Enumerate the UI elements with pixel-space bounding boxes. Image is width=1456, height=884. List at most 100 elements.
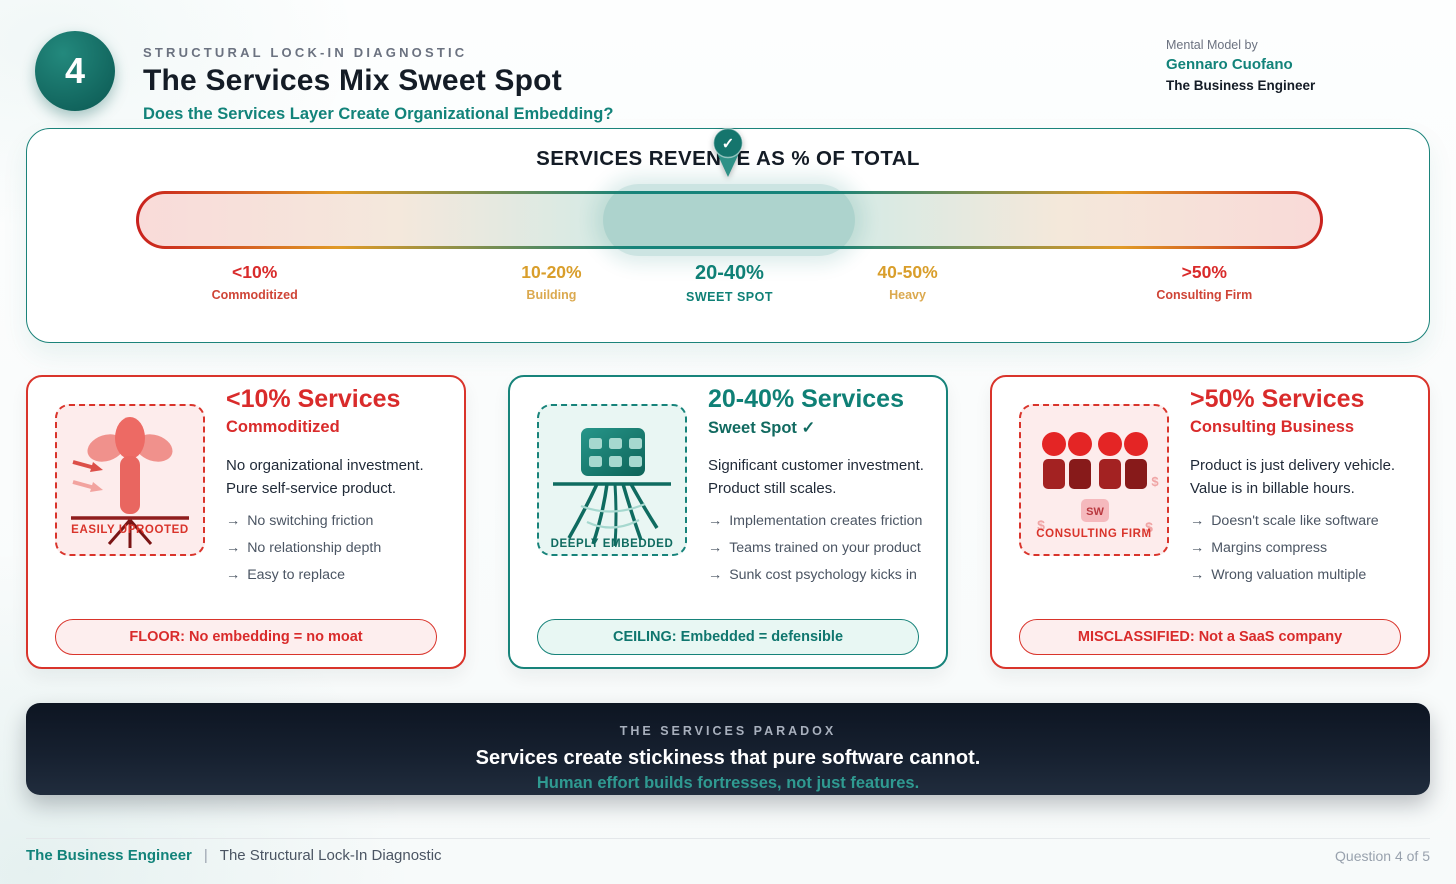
card-body: Significant customer investment. Product… bbox=[708, 454, 924, 500]
paradox-substatement: Human effort builds fortresses, not just… bbox=[536, 774, 920, 792]
paradox-statement: Services create stickiness that pure sof… bbox=[475, 747, 981, 769]
footer-doc-title: The Structural Lock-In Diagnostic bbox=[219, 847, 442, 864]
revenue-mix-gradient-bar bbox=[136, 184, 1323, 256]
paradox-eyebrow: THE SERVICES PARADOX bbox=[619, 724, 837, 738]
footer: The Business Engineer | The Structural L… bbox=[26, 847, 1430, 864]
bullet-text: Margins compress bbox=[1211, 540, 1328, 556]
card-subtitle: Sweet Spot ✓ bbox=[708, 419, 816, 437]
zone-label: Consulting Firm bbox=[1156, 288, 1253, 302]
zone-label: Commoditized bbox=[211, 288, 298, 302]
dollar-icon: $ bbox=[1145, 519, 1153, 535]
card-subtitle: Consulting Business bbox=[1190, 418, 1355, 436]
card-banner-misclassified: MISCLASSIFIED: Not a SaaS company bbox=[1019, 619, 1401, 655]
zone-range: <10% bbox=[232, 262, 278, 282]
arrow-icon: → bbox=[226, 540, 241, 556]
zone-10-20: 10-20% Building bbox=[521, 262, 581, 302]
footer-brand: The Business Engineer bbox=[26, 847, 192, 864]
card-bullets: → No switching friction → No relationship … bbox=[226, 508, 381, 589]
card-over-50-services: $ SW $ $ CONSULTING FIRM >50% Services C… bbox=[990, 375, 1430, 669]
bullet-item: → No switching friction bbox=[226, 508, 381, 535]
dollar-icon: $ bbox=[1151, 474, 1159, 489]
zone-40-50: 40-50% Heavy bbox=[877, 262, 937, 302]
bullet-item: → No relationship depth bbox=[226, 535, 381, 562]
bullet-text: Easy to replace bbox=[247, 567, 345, 583]
zone-20-40-sweet-spot: 20-40% SWEET SPOT bbox=[686, 262, 773, 304]
card-banner-ceiling: CEILING: Embedded = defensible bbox=[537, 619, 919, 655]
dollar-icon: $ bbox=[1037, 517, 1045, 533]
zone-range: >50% bbox=[1181, 262, 1227, 282]
embedded-building-roots-icon bbox=[553, 428, 671, 547]
gauge-zone-labels: <10% Commoditized 10-20% Building 20-40%… bbox=[136, 262, 1323, 324]
page-subtitle: Does the Services Layer Create Organizat… bbox=[143, 105, 614, 123]
zone-under-10: <10% Commoditized bbox=[212, 262, 298, 302]
credit-author: Gennaro Cuofano bbox=[1166, 56, 1293, 74]
embedded-building-iconbox: DEEPLY EMBEDDED bbox=[537, 404, 687, 556]
arrow-icon: → bbox=[226, 513, 241, 529]
card-20-40-services: DEEPLY EMBEDDED 20-40% Services Sweet Sp… bbox=[508, 375, 948, 669]
services-revenue-gauge-panel: SERVICES REVENUE AS % OF TOTAL ✓ <10% Co… bbox=[26, 127, 1430, 343]
bullet-text: Doesn't scale like software bbox=[1211, 513, 1379, 529]
bullet-text: Implementation creates friction bbox=[729, 513, 923, 529]
card-banner-floor: FLOOR: No embedding = no moat bbox=[55, 619, 437, 655]
author-credit: Mental Model by Gennaro Cuofano The Busi… bbox=[1166, 36, 1315, 95]
arrow-icon: → bbox=[1190, 567, 1205, 583]
bullet-item: → Easy to replace bbox=[226, 562, 381, 589]
arrow-icon: → bbox=[708, 513, 723, 529]
footer-divider bbox=[26, 838, 1430, 839]
uprooted-plant-iconbox: EASILY UPROOTED bbox=[55, 404, 205, 556]
card-body: No organizational investment. Pure self-… bbox=[226, 454, 424, 500]
card-body: Product is just delivery vehicle. Value … bbox=[1190, 454, 1395, 500]
card-under-10-services: EASILY UPROOTED <10% Services Commoditiz… bbox=[26, 375, 466, 669]
arrow-icon: → bbox=[1190, 540, 1205, 556]
page-title: The Services Mix Sweet Spot bbox=[143, 64, 562, 97]
body-line: Value is in billable hours. bbox=[1190, 480, 1355, 497]
bullet-text: Sunk cost psychology kicks in bbox=[729, 567, 917, 583]
bullet-text: Wrong valuation multiple bbox=[1211, 567, 1367, 583]
card-title: 20-40% Services bbox=[708, 385, 904, 413]
consulting-firm-iconbox: $ SW $ $ CONSULTING FIRM bbox=[1019, 404, 1169, 556]
header: STRUCTURAL LOCK-IN DIAGNOSTIC The Servic… bbox=[143, 45, 613, 124]
body-line: Pure self-service product. bbox=[226, 480, 397, 497]
pin-check-glyph: ✓ bbox=[722, 136, 735, 153]
zone-range: 20-40% bbox=[695, 262, 764, 284]
arrow-icon: → bbox=[226, 567, 241, 583]
zone-label: SWEET SPOT bbox=[686, 290, 773, 304]
sweet-spot-highlight bbox=[603, 184, 855, 256]
bullet-item: → Wrong valuation multiple bbox=[1190, 562, 1379, 589]
icon-caption: EASILY UPROOTED bbox=[71, 524, 189, 536]
zone-label: Heavy bbox=[889, 288, 926, 302]
bullet-item: → Doesn't scale like software bbox=[1190, 508, 1379, 535]
consulting-team-icon: $ SW $ $ bbox=[1037, 432, 1159, 535]
card-bullets: → Doesn't scale like software → Margins co… bbox=[1190, 508, 1379, 589]
icon-caption: CONSULTING FIRM bbox=[1036, 528, 1152, 540]
gradient-bar-fill bbox=[139, 194, 1320, 246]
card-bullets: → Implementation creates friction → Teams … bbox=[708, 508, 922, 589]
zone-label: Building bbox=[526, 288, 577, 302]
bullet-text: No relationship depth bbox=[247, 540, 382, 556]
body-line: No organizational investment. bbox=[226, 457, 424, 474]
header-eyebrow: STRUCTURAL LOCK-IN DIAGNOSTIC bbox=[143, 45, 468, 60]
body-line: Product still scales. bbox=[708, 480, 837, 497]
uprooted-plant-icon bbox=[71, 417, 189, 548]
services-paradox-panel: THE SERVICES PARADOX Services create sti… bbox=[26, 703, 1430, 795]
sw-badge: SW bbox=[1086, 506, 1104, 518]
card-subtitle: Commoditized bbox=[226, 418, 340, 436]
bullet-item: →Sunk cost psychology kicks in bbox=[708, 562, 922, 589]
bullet-text: Teams trained on your product bbox=[729, 540, 921, 556]
checkmark-pin-icon: ✓ bbox=[712, 127, 744, 177]
body-line: Significant customer investment. bbox=[708, 457, 924, 474]
bullet-text: No switching friction bbox=[247, 513, 374, 529]
zone-range: 10-20% bbox=[521, 262, 582, 282]
bullet-item: → Margins compress bbox=[1190, 535, 1379, 562]
credit-org: The Business Engineer bbox=[1166, 77, 1316, 93]
credit-prefix: Mental Model by bbox=[1166, 38, 1258, 52]
icon-caption: DEEPLY EMBEDDED bbox=[550, 538, 674, 550]
bullet-item: → Teams trained on your product bbox=[708, 535, 922, 562]
arrow-icon: → bbox=[708, 540, 723, 556]
card-title: >50% Services bbox=[1190, 385, 1365, 413]
zone-range: 40-50% bbox=[877, 262, 938, 282]
footer-page-indicator: Question 4 of 5 bbox=[1335, 847, 1430, 864]
body-line: Product is just delivery vehicle. bbox=[1190, 457, 1396, 474]
arrow-icon: → bbox=[1190, 513, 1205, 529]
bullet-item: → Implementation creates friction bbox=[708, 508, 922, 535]
